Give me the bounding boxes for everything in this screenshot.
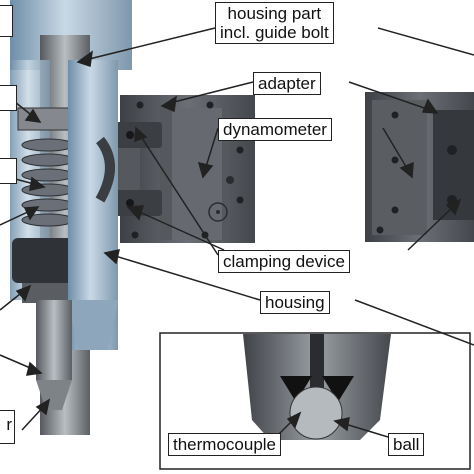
label-thermocouple: thermocouple: [168, 433, 282, 456]
label-dynamometer: dynamometer: [218, 118, 332, 141]
label-clamping-device: clamping device: [218, 250, 350, 273]
sensor-connector: [208, 202, 228, 222]
label-cropped-1: [0, 5, 13, 37]
tool-shaft: [36, 300, 72, 380]
label-cropped-r: r: [0, 410, 15, 444]
label-ball: ball: [388, 433, 425, 456]
label-cropped-3: [0, 158, 17, 184]
label-adapter: adapter: [253, 72, 321, 95]
right-dynamometer-assembly: [365, 92, 474, 242]
label-housing-part: housing part incl. guide bolt: [215, 2, 334, 44]
inset-thermocouple-wire: [310, 334, 324, 394]
inset-ball: [289, 386, 343, 440]
label-cropped-2: [0, 85, 17, 111]
mounting-arm: [95, 136, 115, 203]
right-dynamometer-body: [372, 100, 427, 235]
guide-bolt-assembly: [10, 0, 132, 435]
label-housing: housing: [260, 291, 330, 314]
leader-lines: [0, 27, 474, 439]
nut: [12, 238, 84, 283]
